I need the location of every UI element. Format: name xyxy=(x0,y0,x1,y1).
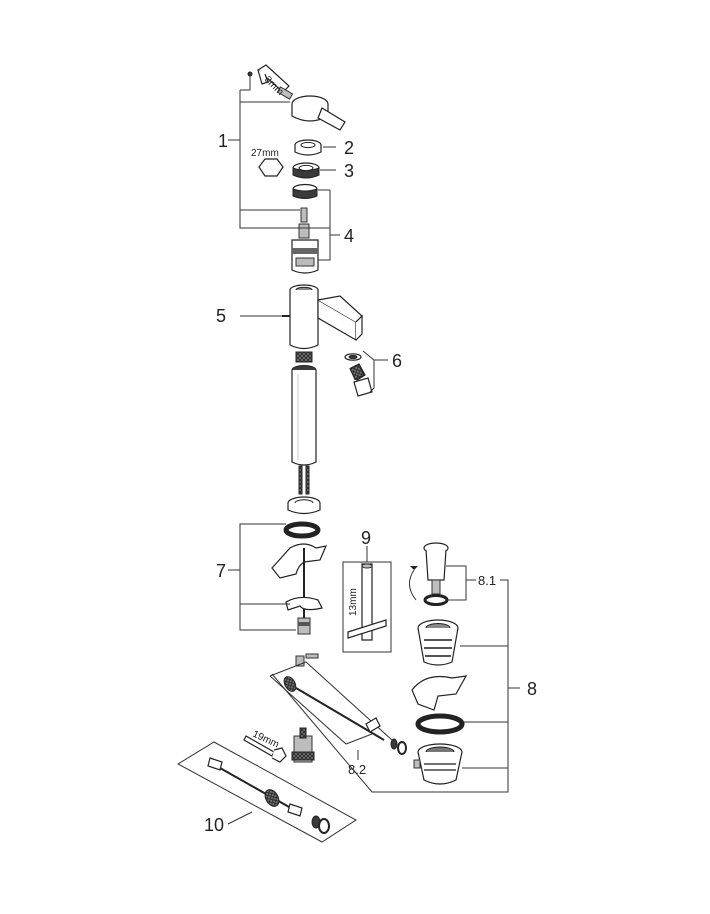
label-8-2: 8.2 xyxy=(348,762,366,777)
drain-assembly xyxy=(409,542,468,785)
hex-nut-icon xyxy=(292,162,320,179)
label-7: 7 xyxy=(216,561,226,581)
faucet-body xyxy=(282,284,363,495)
label-8-1: 8.1 xyxy=(478,573,496,588)
leader-lines-drain xyxy=(271,565,520,793)
allen-key-icon xyxy=(256,64,290,93)
label-10: 10 xyxy=(204,815,224,835)
pull-rod-kit xyxy=(176,741,357,843)
hose-connector-icon xyxy=(291,727,315,763)
hex-size-icon xyxy=(258,158,284,177)
label-1: 1 xyxy=(218,131,228,151)
label-2: 2 xyxy=(344,138,354,158)
label-9: 9 xyxy=(361,528,371,548)
dim-tool-9: 13mm xyxy=(348,588,359,616)
dim-hex-nut: 27mm xyxy=(251,148,279,159)
set-screw-icon xyxy=(276,86,294,100)
handle-assembly xyxy=(247,64,346,274)
spindle-icon xyxy=(300,207,308,223)
pull-rod-assembly xyxy=(269,653,407,760)
lever-handle-icon xyxy=(291,95,346,131)
label-4: 4 xyxy=(344,226,354,246)
label-6: 6 xyxy=(392,351,402,371)
label-8: 8 xyxy=(527,679,537,699)
cartridge-icon xyxy=(291,223,319,274)
aerator-parts xyxy=(344,353,373,397)
wrench-icon xyxy=(243,735,287,763)
cartridge-ring-icon xyxy=(292,183,318,199)
leader-lines-mid xyxy=(240,315,388,393)
leader-lines-top xyxy=(228,74,340,261)
mounting-set xyxy=(228,496,328,635)
label-3: 3 xyxy=(344,161,354,181)
label-5: 5 xyxy=(216,306,226,326)
cover-ring-icon xyxy=(294,139,322,156)
tool-box xyxy=(342,546,392,653)
